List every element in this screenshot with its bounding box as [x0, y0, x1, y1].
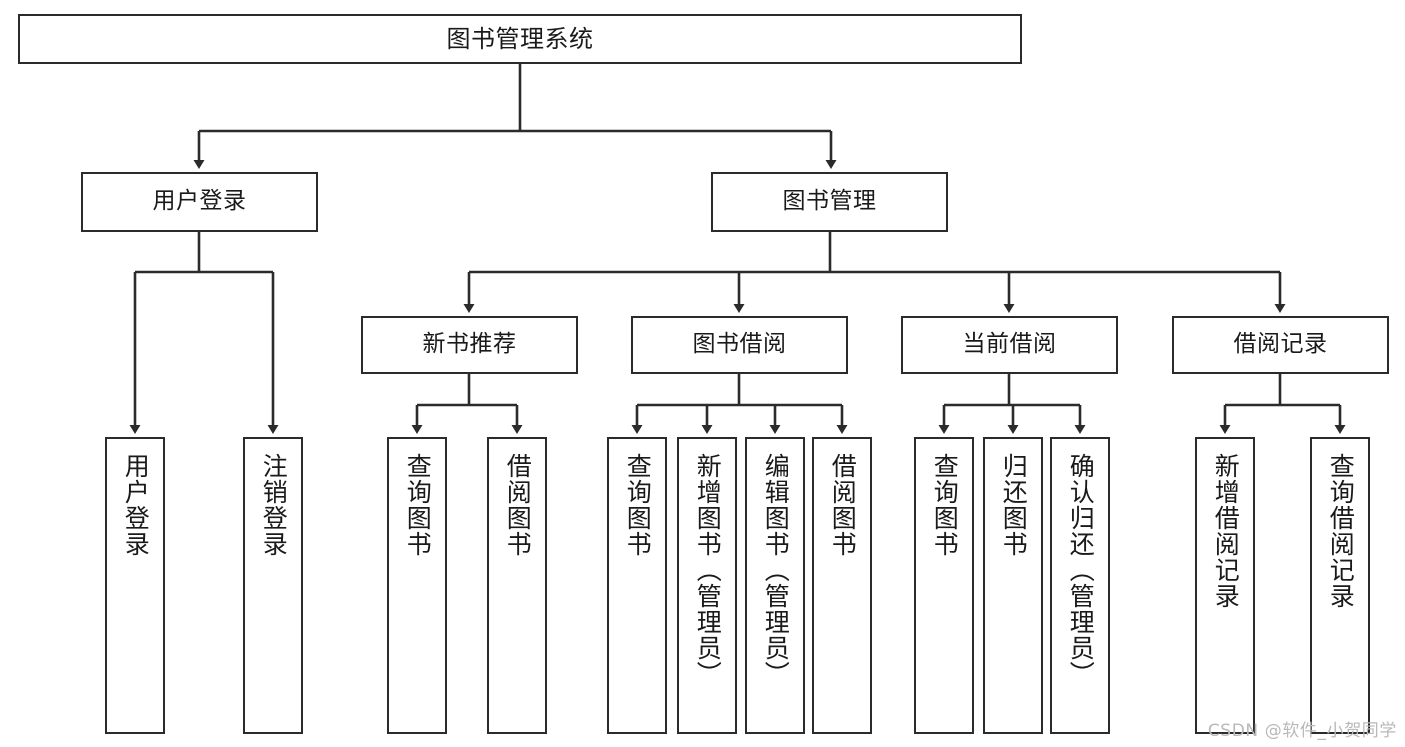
node-leaf-query-book-1[interactable]: 查询图书 [387, 437, 447, 734]
node-user-login-label: 用户登录 [152, 188, 247, 215]
node-leaf-borrow-book-2-label: 借阅图书 [828, 453, 858, 557]
node-root-label: 图书管理系统 [446, 24, 594, 53]
node-leaf-confirm-return[interactable]: 确认归还（管理员） [1050, 437, 1110, 734]
node-current-borrow-label: 当前借阅 [962, 331, 1057, 358]
node-book-manage-label: 图书管理 [782, 188, 877, 215]
node-leaf-query-book-3-label: 查询图书 [930, 453, 960, 557]
node-leaf-user-logout-label: 注销登录 [259, 453, 289, 557]
node-leaf-return-book-label: 归还图书 [999, 453, 1029, 557]
node-leaf-query-record[interactable]: 查询借阅记录 [1310, 437, 1370, 734]
node-book-borrow[interactable]: 图书借阅 [631, 316, 848, 374]
node-leaf-add-record[interactable]: 新增借阅记录 [1195, 437, 1255, 734]
node-leaf-add-book-label: 新增图书（管理员） [693, 453, 723, 687]
node-leaf-confirm-return-label: 确认归还（管理员） [1066, 453, 1096, 687]
node-leaf-query-book-2[interactable]: 查询图书 [607, 437, 667, 734]
node-leaf-user-login[interactable]: 用户登录 [105, 437, 165, 734]
node-leaf-query-book-1-label: 查询图书 [403, 453, 433, 557]
node-leaf-query-book-3[interactable]: 查询图书 [914, 437, 974, 734]
node-borrow-record[interactable]: 借阅记录 [1172, 316, 1389, 374]
node-leaf-add-book[interactable]: 新增图书（管理员） [677, 437, 737, 734]
node-new-book-recommend-label: 新书推荐 [422, 331, 517, 358]
node-leaf-edit-book[interactable]: 编辑图书（管理员） [745, 437, 805, 734]
node-new-book-recommend[interactable]: 新书推荐 [361, 316, 578, 374]
node-leaf-query-record-label: 查询借阅记录 [1326, 453, 1356, 609]
node-leaf-return-book[interactable]: 归还图书 [983, 437, 1043, 734]
node-leaf-borrow-book-1-label: 借阅图书 [503, 453, 533, 557]
node-root[interactable]: 图书管理系统 [18, 14, 1022, 64]
node-borrow-record-label: 借阅记录 [1233, 331, 1328, 358]
node-current-borrow[interactable]: 当前借阅 [901, 316, 1118, 374]
node-leaf-edit-book-label: 编辑图书（管理员） [761, 453, 791, 687]
node-leaf-query-book-2-label: 查询图书 [623, 453, 653, 557]
node-leaf-user-login-label: 用户登录 [121, 453, 151, 557]
node-book-borrow-label: 图书借阅 [692, 331, 787, 358]
node-leaf-borrow-book-1[interactable]: 借阅图书 [487, 437, 547, 734]
node-leaf-user-logout[interactable]: 注销登录 [243, 437, 303, 734]
node-user-login[interactable]: 用户登录 [81, 172, 318, 232]
node-leaf-add-record-label: 新增借阅记录 [1211, 453, 1241, 609]
node-book-manage[interactable]: 图书管理 [711, 172, 948, 232]
csdn-watermark: CSDN @软件_小贺同学 [1207, 721, 1397, 741]
node-leaf-borrow-book-2[interactable]: 借阅图书 [812, 437, 872, 734]
